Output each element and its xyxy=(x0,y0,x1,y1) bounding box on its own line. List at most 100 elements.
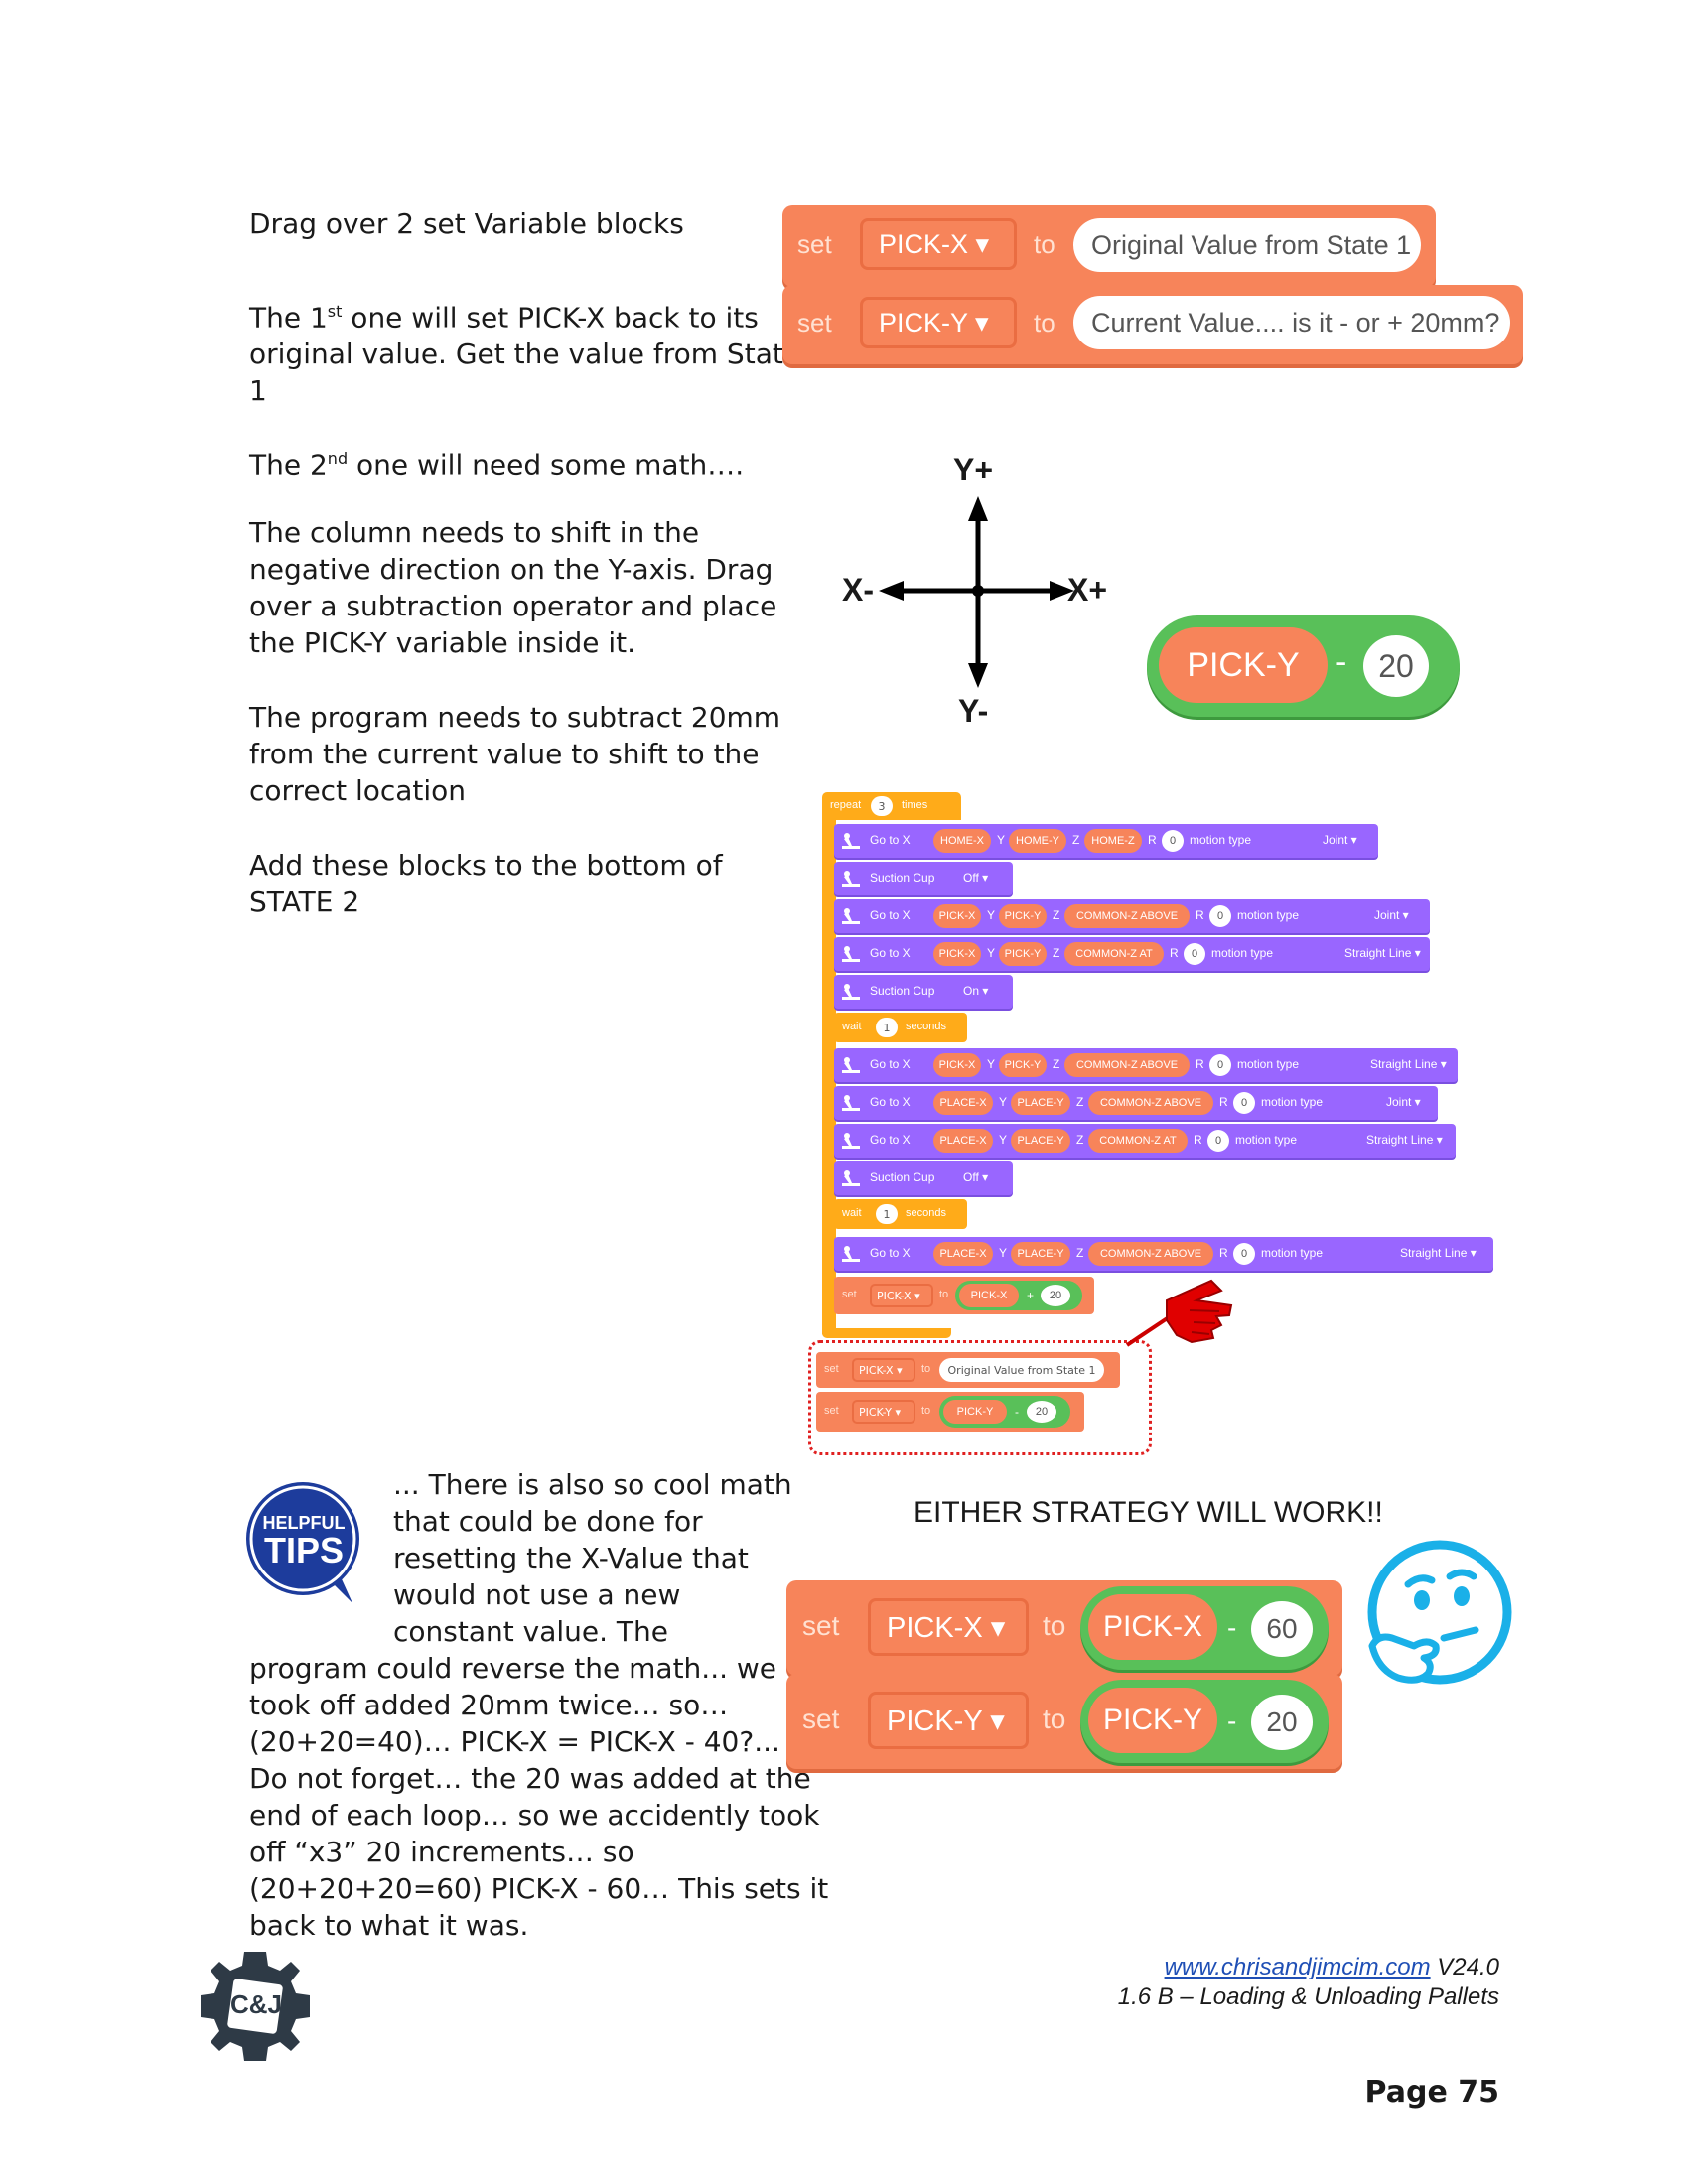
r-input[interactable]: 0 xyxy=(1209,1054,1231,1076)
instruction-column-shift: The column needs to shift in the negativ… xyxy=(249,516,777,659)
goto-home-block[interactable]: Go to X HOME-X Y HOME-Y Z HOME-Z R 0 mot… xyxy=(834,824,1378,858)
r-input[interactable]: 0 xyxy=(1184,943,1205,965)
value-input[interactable]: Original Value from State 1 xyxy=(939,1358,1104,1382)
motion-dropdown[interactable]: Joint ▾ xyxy=(1374,908,1409,922)
pick-x-dropdown[interactable]: PICK-X ▾ xyxy=(860,218,1017,270)
place-y-var[interactable]: PLACE-Y xyxy=(1011,1242,1070,1266)
number-input[interactable]: 20 xyxy=(1363,635,1429,697)
set-pick-y-minus-20-block[interactable]: set PICK-Y ▾ to PICK-Y - 20 xyxy=(786,1674,1342,1769)
home-x-var[interactable]: HOME-X xyxy=(933,829,991,853)
pick-x-dropdown[interactable]: PICK-X ▾ xyxy=(868,1598,1029,1656)
pick-y-dropdown[interactable]: PICK-Y ▾ xyxy=(868,1692,1029,1749)
wait-block[interactable]: wait 1 seconds xyxy=(834,1013,967,1042)
common-z-at-var[interactable]: COMMON-Z AT xyxy=(1088,1129,1188,1153)
goto-place-at-block[interactable]: Go to X PLACE-X Y PLACE-Y Z COMMON-Z AT … xyxy=(834,1124,1456,1158)
wait-block[interactable]: wait 1 seconds xyxy=(834,1199,967,1229)
pick-y-var[interactable]: PICK-Y xyxy=(999,942,1047,966)
place-y-var[interactable]: PLACE-Y xyxy=(1011,1129,1070,1153)
pick-x-dropdown[interactable]: PICK-X ▾ xyxy=(852,1358,915,1382)
repeat-count[interactable]: 3 xyxy=(871,796,893,816)
robot-arm-icon xyxy=(842,1246,860,1262)
x-plus-label: X+ xyxy=(1067,572,1108,608)
motion-dropdown[interactable]: Straight Line ▾ xyxy=(1370,1057,1447,1071)
wait-seconds-input[interactable]: 1 xyxy=(876,1204,898,1224)
common-z-above-var[interactable]: COMMON-Z ABOVE xyxy=(1088,1242,1213,1266)
pick-y-var[interactable]: PICK-Y xyxy=(999,904,1047,928)
set-label: set xyxy=(802,1610,840,1641)
suction-dropdown[interactable]: Off ▾ xyxy=(963,871,989,885)
motion-dropdown[interactable]: Joint ▾ xyxy=(1386,1095,1421,1109)
r-input[interactable]: 0 xyxy=(1162,830,1184,852)
number-input[interactable]: 20 xyxy=(1251,1695,1313,1750)
r-input[interactable]: 0 xyxy=(1233,1243,1255,1265)
repeat-block[interactable]: repeat 3 times xyxy=(822,792,961,820)
pick-x-var[interactable]: PICK-X xyxy=(959,1284,1019,1307)
suction-dropdown[interactable]: Off ▾ xyxy=(963,1170,989,1184)
common-z-at-var[interactable]: COMMON-Z AT xyxy=(1064,942,1164,966)
home-z-var[interactable]: HOME-Z xyxy=(1084,829,1142,853)
r-input[interactable]: 0 xyxy=(1207,1130,1229,1152)
subtraction-operator-block[interactable]: PICK-Y - 20 xyxy=(1147,615,1460,717)
page-number: Page 75 xyxy=(1364,2075,1499,2110)
pick-x-var[interactable]: PICK-X xyxy=(933,904,981,928)
pick-y-dropdown[interactable]: PICK-Y ▾ xyxy=(852,1400,915,1424)
set-pick-x-original-block[interactable]: set PICK-X ▾ to Original Value from Stat… xyxy=(816,1352,1120,1388)
website-link[interactable]: www.chrisandjimcim.com xyxy=(1164,1954,1431,1980)
suction-on-block[interactable]: Suction Cup On ▾ xyxy=(834,975,1013,1009)
subtraction-operator[interactable]: PICK-Y - 20 xyxy=(1080,1680,1329,1763)
minus-sign: - xyxy=(1227,1612,1237,1643)
pick-x-dropdown[interactable]: PICK-X ▾ xyxy=(870,1284,933,1307)
set-pick-x-minus-60-block[interactable]: set PICK-X ▾ to PICK-X - 60 xyxy=(786,1580,1342,1676)
place-x-var[interactable]: PLACE-X xyxy=(933,1129,993,1153)
wait-seconds-input[interactable]: 1 xyxy=(876,1018,898,1037)
number-input[interactable]: 60 xyxy=(1251,1601,1313,1657)
goto-place-above-straight-block[interactable]: Go to X PLACE-X Y PLACE-Y Z COMMON-Z ABO… xyxy=(834,1237,1493,1271)
home-y-var[interactable]: HOME-Y xyxy=(1009,829,1066,853)
pick-y-variable[interactable]: PICK-Y xyxy=(1088,1688,1217,1753)
set-pick-y-minus-block[interactable]: set PICK-Y ▾ to PICK-Y - 20 xyxy=(816,1392,1084,1432)
set-pick-x-plus-block[interactable]: set PICK-X ▾ to PICK-X + 20 xyxy=(834,1277,1094,1314)
set-pick-x-block[interactable]: set PICK-X ▾ to Original Value from Stat… xyxy=(782,205,1436,287)
pick-x-var[interactable]: PICK-X xyxy=(933,1053,981,1077)
goto-pick-above-straight-block[interactable]: Go to X PICK-X Y PICK-Y Z COMMON-Z ABOVE… xyxy=(834,1048,1458,1082)
pick-y-dropdown[interactable]: PICK-Y ▾ xyxy=(860,297,1017,348)
common-z-above-var[interactable]: COMMON-Z ABOVE xyxy=(1064,1053,1190,1077)
r-input[interactable]: 0 xyxy=(1209,905,1231,927)
pick-x-variable[interactable]: PICK-X xyxy=(1088,1594,1217,1660)
pick-y-variable[interactable]: PICK-Y xyxy=(1159,627,1328,703)
place-x-var[interactable]: PLACE-X xyxy=(933,1242,993,1266)
instruction-first-block: The 1st one will set PICK-X back to its … xyxy=(249,301,801,408)
goto-pick-above-block[interactable]: Go to X PICK-X Y PICK-Y Z COMMON-Z ABOVE… xyxy=(834,899,1430,933)
number-input[interactable]: 20 xyxy=(1041,1285,1070,1306)
tips-badge-top: HELPFUL xyxy=(262,1513,346,1533)
goto-pick-at-block[interactable]: Go to X PICK-X Y PICK-Y Z COMMON-Z AT R … xyxy=(834,937,1430,971)
motion-dropdown[interactable]: Straight Line ▾ xyxy=(1344,946,1421,960)
to-label: to xyxy=(1034,308,1055,338)
value-input[interactable]: Current Value.... is it - or + 20mm? xyxy=(1073,296,1510,349)
pick-x-var[interactable]: PICK-X xyxy=(933,942,981,966)
suction-dropdown[interactable]: On ▾ xyxy=(963,984,989,998)
thinking-face-icon xyxy=(1367,1540,1512,1685)
chapter-title: 1.6 B – Loading & Unloading Pallets xyxy=(1117,1983,1499,2010)
set-label: set xyxy=(797,229,832,259)
subtraction-operator[interactable]: PICK-X - 60 xyxy=(1080,1586,1329,1670)
r-input[interactable]: 0 xyxy=(1233,1092,1255,1114)
suction-off-block[interactable]: Suction Cup Off ▾ xyxy=(834,1161,1013,1195)
motion-dropdown[interactable]: Straight Line ▾ xyxy=(1400,1246,1477,1260)
pick-y-var[interactable]: PICK-Y xyxy=(943,1400,1007,1424)
suction-off-block[interactable]: Suction Cup Off ▾ xyxy=(834,862,1013,895)
number-input[interactable]: 20 xyxy=(1027,1401,1056,1423)
place-x-var[interactable]: PLACE-X xyxy=(933,1091,993,1115)
robot-arm-icon xyxy=(842,984,860,1000)
subtraction-operator[interactable]: PICK-Y - 20 xyxy=(939,1396,1070,1428)
motion-dropdown[interactable]: Straight Line ▾ xyxy=(1366,1133,1443,1147)
common-z-above-var[interactable]: COMMON-Z ABOVE xyxy=(1088,1091,1213,1115)
addition-operator[interactable]: PICK-X + 20 xyxy=(955,1281,1082,1310)
pick-y-var[interactable]: PICK-Y xyxy=(999,1053,1047,1077)
set-pick-y-block[interactable]: set PICK-Y ▾ to Current Value.... is it … xyxy=(782,285,1523,364)
place-y-var[interactable]: PLACE-Y xyxy=(1011,1091,1070,1115)
common-z-above-var[interactable]: COMMON-Z ABOVE xyxy=(1064,904,1190,928)
motion-dropdown[interactable]: Joint ▾ xyxy=(1323,833,1357,847)
value-input[interactable]: Original Value from State 1 xyxy=(1073,218,1421,272)
goto-place-above-block[interactable]: Go to X PLACE-X Y PLACE-Y Z COMMON-Z ABO… xyxy=(834,1086,1438,1120)
